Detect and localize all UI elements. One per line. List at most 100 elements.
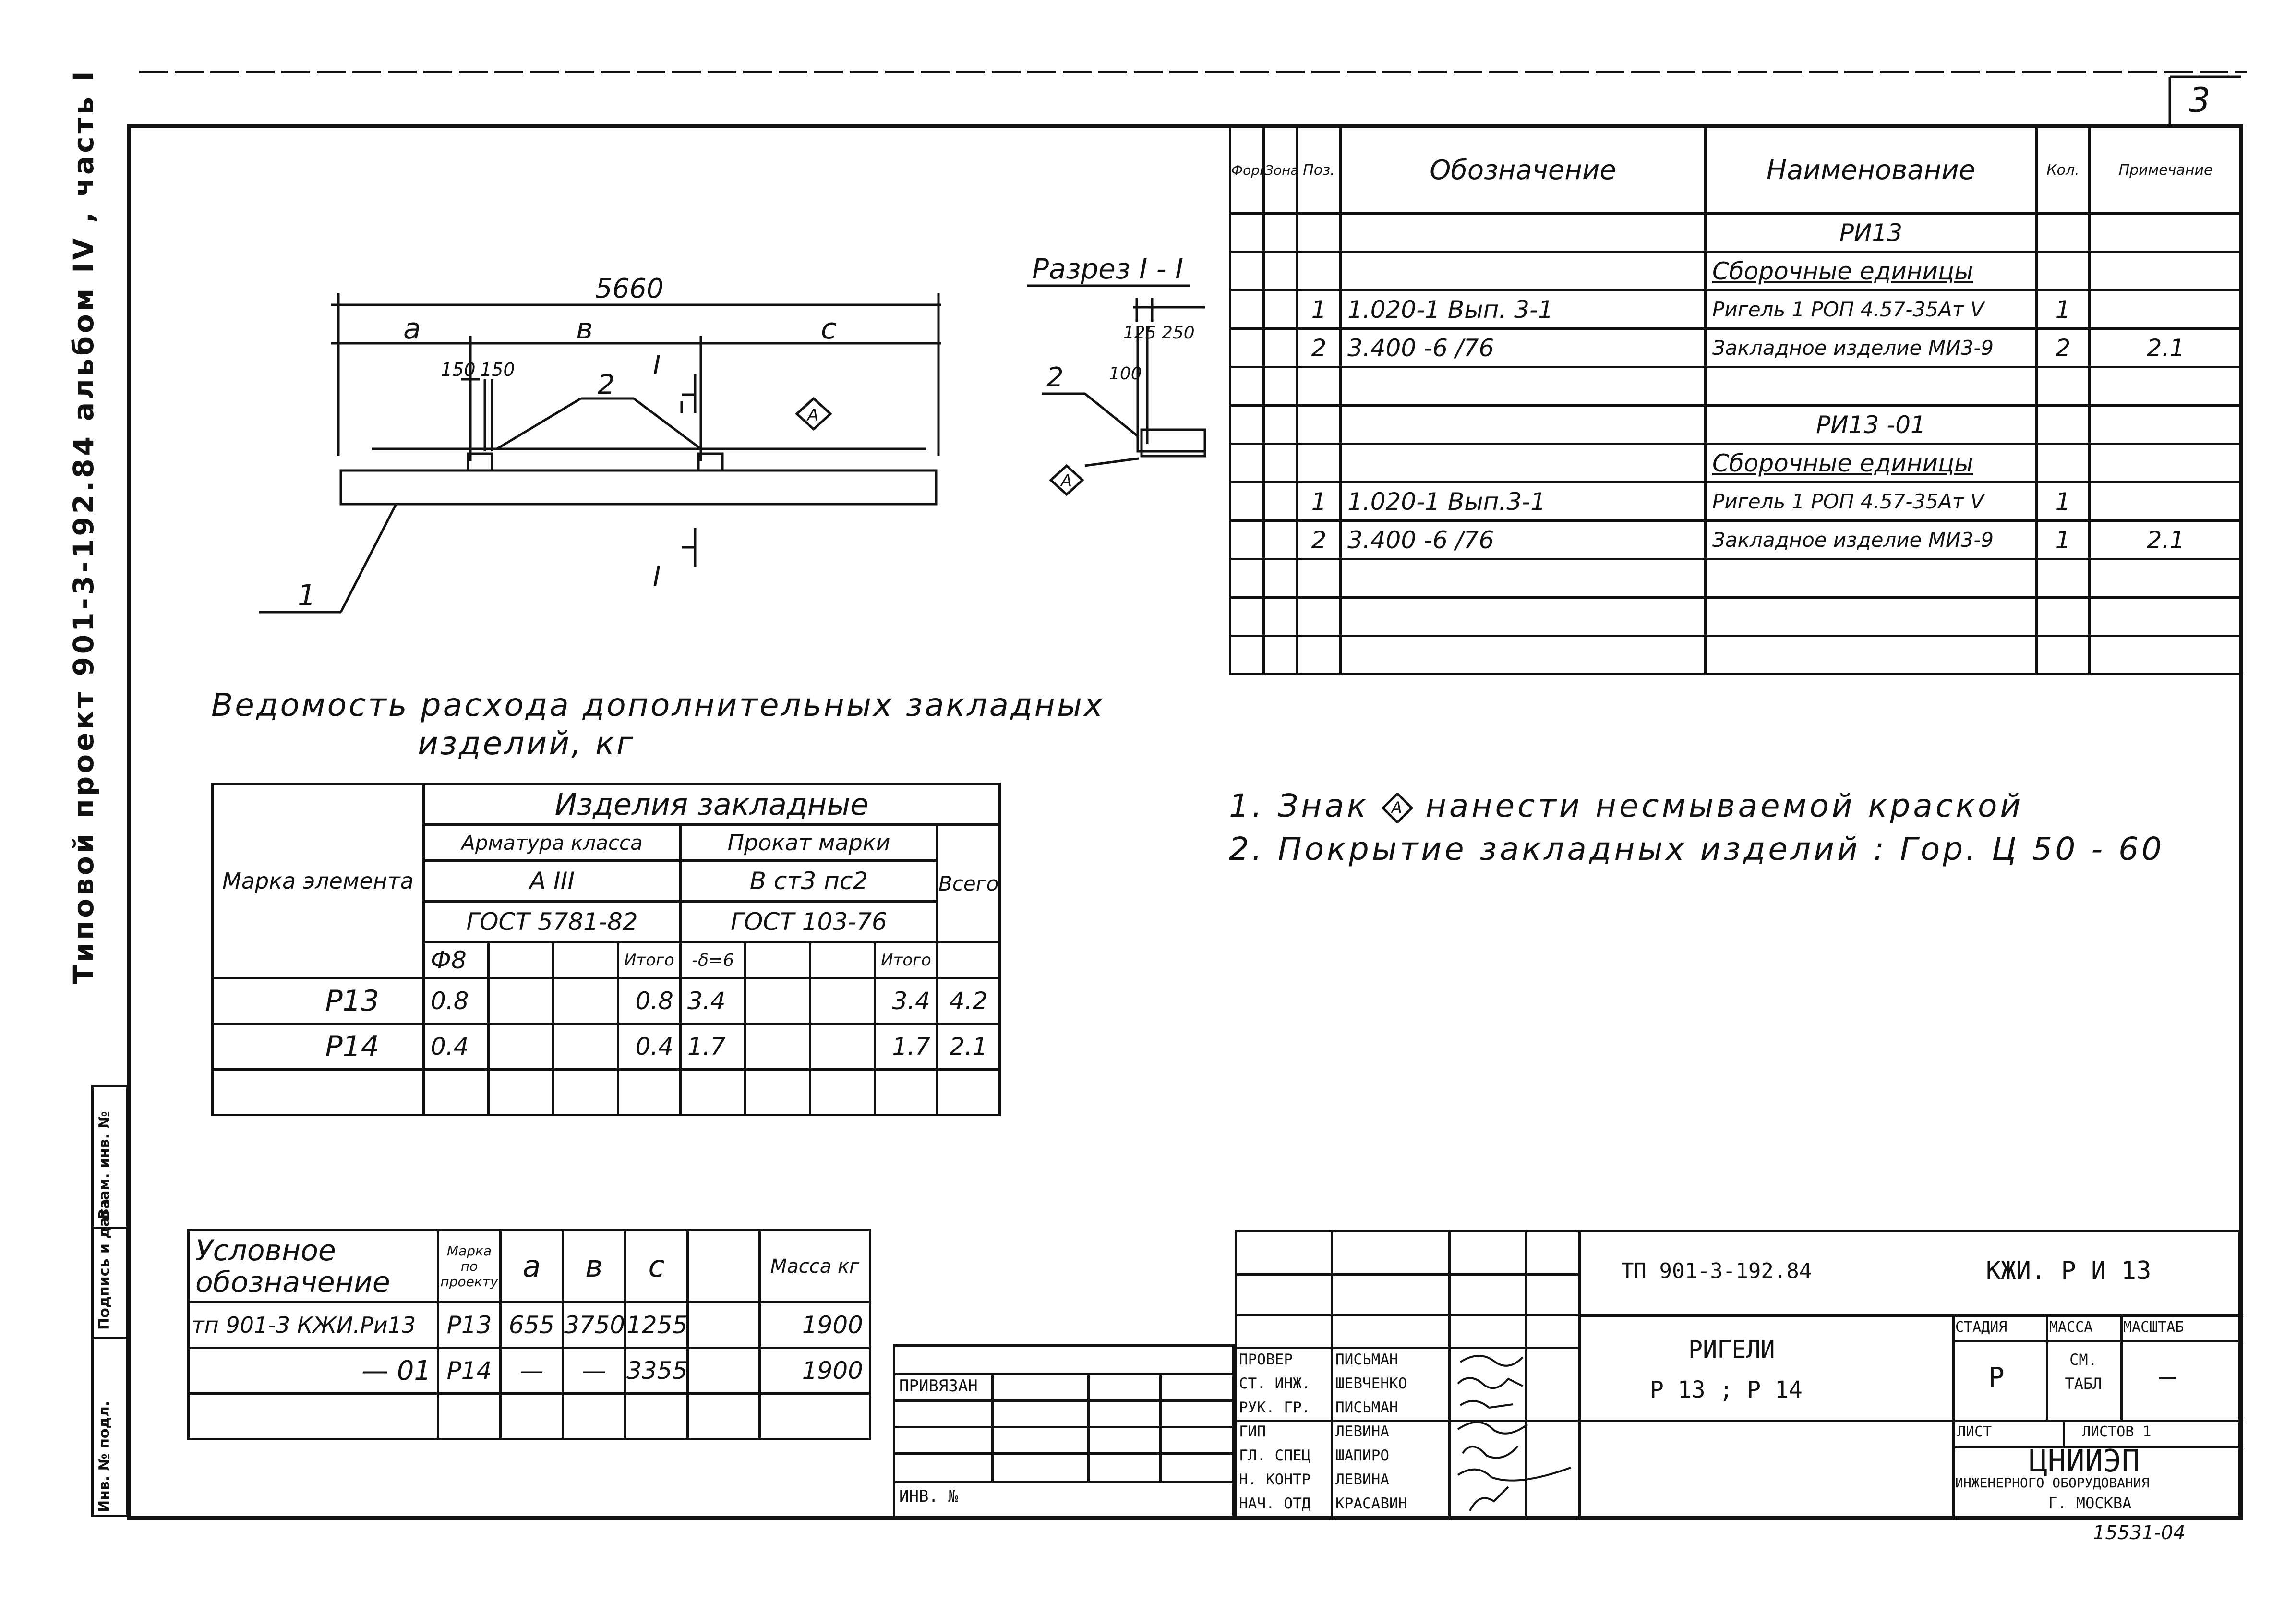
table-row: РИ13 xyxy=(1229,212,2243,253)
dim-seg-a: а xyxy=(403,312,421,346)
strip-vzam-inv: Взам. инв. № xyxy=(96,1111,113,1219)
name-7: Красавин xyxy=(1335,1495,1407,1512)
role-n-kontr: Н. контр xyxy=(1239,1471,1311,1488)
spec-header-note: Примечание xyxy=(2088,126,2243,215)
ved-h-delta: -δ=6 xyxy=(679,941,746,979)
position-label-2: 2 xyxy=(598,369,615,400)
sheets-label: Листов 1 xyxy=(2082,1423,2152,1440)
signatures xyxy=(1457,1355,1571,1511)
table-row: — 01 Р14 — — 3355 1900 xyxy=(187,1347,871,1395)
table-row xyxy=(1229,596,2243,637)
name-list: Письман Шевченко Письман Левина Шапиро Л… xyxy=(1335,1348,1407,1516)
spec-header-format: Формат xyxy=(1229,126,1265,215)
ved-h-phi8: Ф8 xyxy=(422,941,490,979)
org-city: г. Москва xyxy=(2048,1494,2132,1512)
ved-h-armatura: Арматура класса xyxy=(422,823,682,862)
section-mark-bottom: I xyxy=(653,561,661,592)
section-drawing: Разрез I - I 125 250 100 2 A xyxy=(1027,253,1206,496)
table-row: РИ13 -01 xyxy=(1229,404,2243,445)
stage-header: Стадия xyxy=(1955,1319,2007,1336)
left-stamp-strip xyxy=(91,1085,129,1517)
vedomost-table: Марка элемента Изделия закладные Арматур… xyxy=(211,783,1001,1116)
vedomost-title-line2: изделий, кг xyxy=(418,725,635,762)
drawing-name-line2: Р 13 ; Р 14 xyxy=(1650,1376,1803,1403)
note-1-number: 1. xyxy=(1229,787,1265,824)
section-pos-2: 2 xyxy=(1046,362,1064,393)
role-st-inzh: Ст. инж. xyxy=(1239,1375,1311,1392)
dim-150-left: 150 xyxy=(441,359,476,380)
project-title-vertical: Типовой проект 901-3-192.84 альбом IV , … xyxy=(67,68,100,984)
section-mark-top: I xyxy=(653,350,661,381)
mass-header: Масса xyxy=(2049,1319,2093,1336)
dim-overall: 5660 xyxy=(595,273,664,304)
sheet-label: Лист xyxy=(1957,1423,1992,1440)
cond-h-b: в xyxy=(562,1229,626,1303)
table-row: Р13 0.8 0.8 3.4 3.4 4.2 xyxy=(211,977,1001,1025)
role-list: Провер Ст. инж. Рук. гр. ГИП Гл. спец Н.… xyxy=(1239,1348,1310,1516)
cond-h-a: а xyxy=(499,1229,564,1303)
note-1-pre: Знак xyxy=(1277,787,1369,824)
specification-table: Формат Зона Поз. Обозначение Наименовани… xyxy=(1229,126,2243,675)
role-nach-otd: Нач. отд xyxy=(1239,1495,1311,1512)
table-row xyxy=(187,1392,871,1440)
name-6: Левина xyxy=(1335,1471,1389,1488)
scale-value: — xyxy=(2159,1360,2176,1393)
org-name: ЦНИИЭП xyxy=(2029,1444,2140,1479)
note-2: 2. Покрытие закладных изделий : Гор. Ц 5… xyxy=(1229,831,2164,868)
ved-h-gost2: ГОСТ 103-76 xyxy=(679,900,938,943)
strip-inv-podl: Инв. № подл. xyxy=(96,1400,113,1512)
note-2-number: 2. xyxy=(1229,831,1265,868)
cond-h-name: Условное обозначение xyxy=(187,1229,439,1303)
note-1-text: нанести несмываемой краской xyxy=(1425,787,2024,824)
name-3: Письман xyxy=(1335,1399,1398,1416)
role-ruk-gr: Рук. гр. xyxy=(1239,1399,1311,1416)
name-5: Шапиро xyxy=(1335,1447,1389,1464)
ved-h-itogo1: Итого xyxy=(617,941,682,979)
dim-250: 250 xyxy=(1162,323,1195,343)
vedomost-title-line1: Ведомость расхода дополнительных закладн… xyxy=(211,687,1105,724)
spec-header-qty: Кол. xyxy=(2035,126,2091,215)
spec-header-name: Наименование xyxy=(1704,126,2038,215)
ved-h-itogo2: Итого xyxy=(874,941,938,979)
privyazan-stamp: Привязан Инв. № xyxy=(893,1344,1235,1518)
designation-table: Условное обозначение Марка по проекту а … xyxy=(187,1229,871,1440)
stage-value: Р xyxy=(1988,1362,2005,1393)
spec-header-pos: Поз. xyxy=(1296,126,1342,215)
ved-h-mark: Марка элемента xyxy=(211,783,425,979)
beam-drawing: 5660 а в с 150 150 2 I I 1 A xyxy=(259,273,941,614)
role-gip: ГИП xyxy=(1239,1423,1266,1440)
table-row: тп 901-3 КЖИ.Ри13 Р13 655 3750 1255 1900 xyxy=(187,1301,871,1349)
section-title: Разрез I - I xyxy=(1032,253,1183,285)
mass-value: См. табл xyxy=(2065,1351,2102,1393)
ved-h-a3: А III xyxy=(422,859,682,903)
table-row: Р14 0.4 0.4 1.7 1.7 2.1 xyxy=(211,1023,1001,1071)
dim-seg-c: с xyxy=(821,312,837,346)
privyazan-label: Привязан xyxy=(899,1376,978,1396)
note-1: 1. Знак A нанести несмываемой краской xyxy=(1229,787,2023,824)
table-row xyxy=(1229,558,2243,599)
ved-h-gost1: ГОСТ 5781-82 xyxy=(422,900,682,943)
role-gl-spec: Гл. спец xyxy=(1239,1447,1311,1464)
table-row xyxy=(211,1068,1001,1116)
role-prover: Провер xyxy=(1239,1351,1293,1368)
dim-125: 125 xyxy=(1123,323,1156,343)
cond-h-mass: Масса кг xyxy=(758,1229,871,1303)
name-1: Письман xyxy=(1335,1351,1398,1368)
section-marker-a-icon: A xyxy=(1060,471,1072,491)
org-subtitle: инженерного оборудования xyxy=(1955,1475,2150,1491)
ved-h-items: Изделия закладные xyxy=(422,783,1001,826)
document-code: КЖИ. Р И 13 xyxy=(1986,1256,2152,1285)
footer-number: 15531-04 xyxy=(2093,1522,2186,1544)
table-row: Сборочные единицы xyxy=(1229,443,2243,483)
page-corner-number: 3 xyxy=(2189,81,2211,120)
scale-header: Масштаб xyxy=(2123,1319,2184,1336)
drawing-name-line1: Ригели xyxy=(1688,1336,1775,1363)
marker-a-icon: A xyxy=(806,406,818,425)
title-block: Провер Ст. инж. Рук. гр. ГИП Гл. спец Н.… xyxy=(1235,1230,2243,1520)
table-row xyxy=(1229,635,2243,675)
